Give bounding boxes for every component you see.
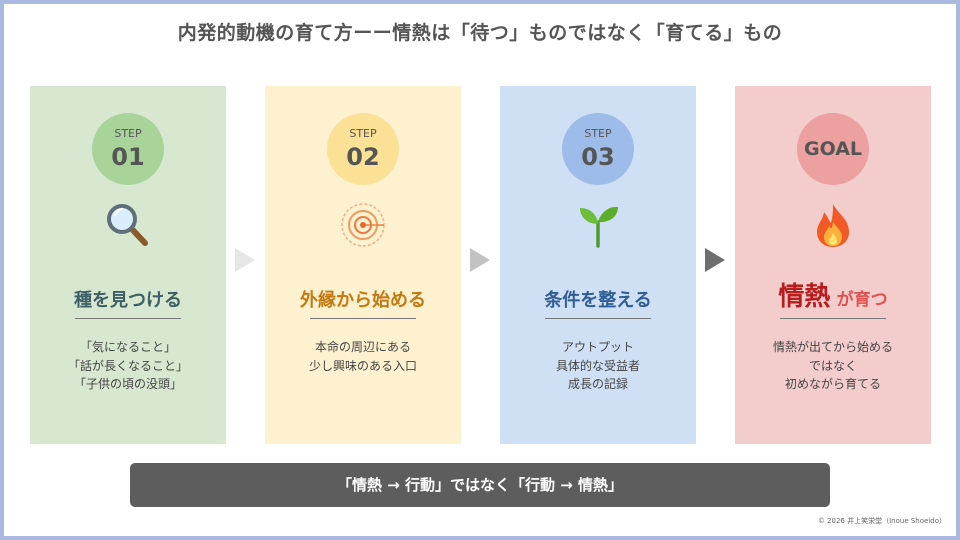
divider — [545, 318, 651, 319]
description-line: 「話が長くなること」 — [67, 358, 188, 373]
divider — [780, 318, 886, 319]
step-03-card: STEP 03 条件を整える アウトプット 具体的な受益者 成長の記録 — [500, 86, 696, 444]
step-number: 02 — [346, 143, 380, 171]
goal-heading-sub: が育つ — [836, 290, 888, 310]
step-description: 本命の周辺にある 少し興味のある入口 — [265, 338, 461, 375]
description-line: 初めながら育てる — [784, 377, 881, 391]
arrow-right-icon — [705, 248, 725, 272]
description-line: ではなく — [808, 358, 857, 373]
step-label: STEP — [584, 127, 612, 140]
description-line: アウトプット — [561, 340, 634, 354]
divider — [310, 318, 416, 319]
step-number: 01 — [111, 143, 145, 171]
arrow-right-icon — [470, 248, 490, 272]
goal-description: 情熱が出てから始める ではなく 初めながら育てる — [735, 338, 931, 394]
step-description: アウトプット 具体的な受益者 成長の記録 — [500, 338, 696, 394]
description-line: 本命の周辺にある — [314, 340, 411, 354]
magnifying-glass-icon — [107, 204, 148, 246]
step-label: STEP — [114, 127, 142, 140]
step-number: 03 — [581, 143, 615, 171]
arrow-right-icon — [235, 248, 255, 272]
description-line: 「子供の頃の没頭」 — [73, 377, 182, 391]
divider — [75, 318, 181, 319]
step-description: 「気になること」 「話が長くなること」 「子供の頃の没頭」 — [30, 338, 226, 394]
goal-heading-main: 情熱 — [778, 282, 831, 312]
description-line: 成長の記録 — [567, 377, 628, 391]
step-badge: STEP 01 — [92, 113, 164, 185]
goal-badge: GOAL — [797, 113, 869, 185]
step-label: STEP — [349, 127, 377, 140]
goal-card: GOAL 情熱 が育つ 情熱が出てから始める ではなく 初めながら育てる — [735, 86, 931, 444]
goal-label: GOAL — [803, 138, 863, 160]
copyright-notice: © 2026 井上笑栄堂（Inoue Shoeido） — [817, 517, 946, 525]
description-line: 「気になること」 — [79, 340, 176, 354]
summary-banner: 「情熱 → 行動」ではなく「行動 → 情熱」 — [130, 463, 830, 507]
target-icon — [341, 203, 385, 247]
step-heading: 種を見つける — [74, 290, 182, 311]
description-line: 少し興味のある入口 — [308, 358, 417, 373]
description-line: 具体的な受益者 — [555, 358, 640, 373]
step-heading: 外縁から始める — [300, 290, 426, 311]
fire-icon — [817, 204, 849, 247]
step-02-card: STEP 02 外縁から始める 本命の周辺にある 少し興味のある入口 — [265, 86, 461, 444]
seedling-icon — [580, 206, 618, 248]
description-line: 情熱が出てから始める — [772, 340, 893, 354]
step-badge: STEP 02 — [327, 113, 399, 185]
step-heading: 条件を整える — [544, 290, 652, 311]
page-title: 内発的動機の育て方ーー情熱は「待つ」ものではなく「育てる」もの — [177, 22, 783, 44]
step-badge: STEP 03 — [562, 113, 634, 185]
goal-heading: 情熱 が育つ — [735, 276, 931, 313]
step-01-card: STEP 01 種を見つける 「気になること」 「話が長くなること」 「子供の頃… — [30, 86, 226, 444]
